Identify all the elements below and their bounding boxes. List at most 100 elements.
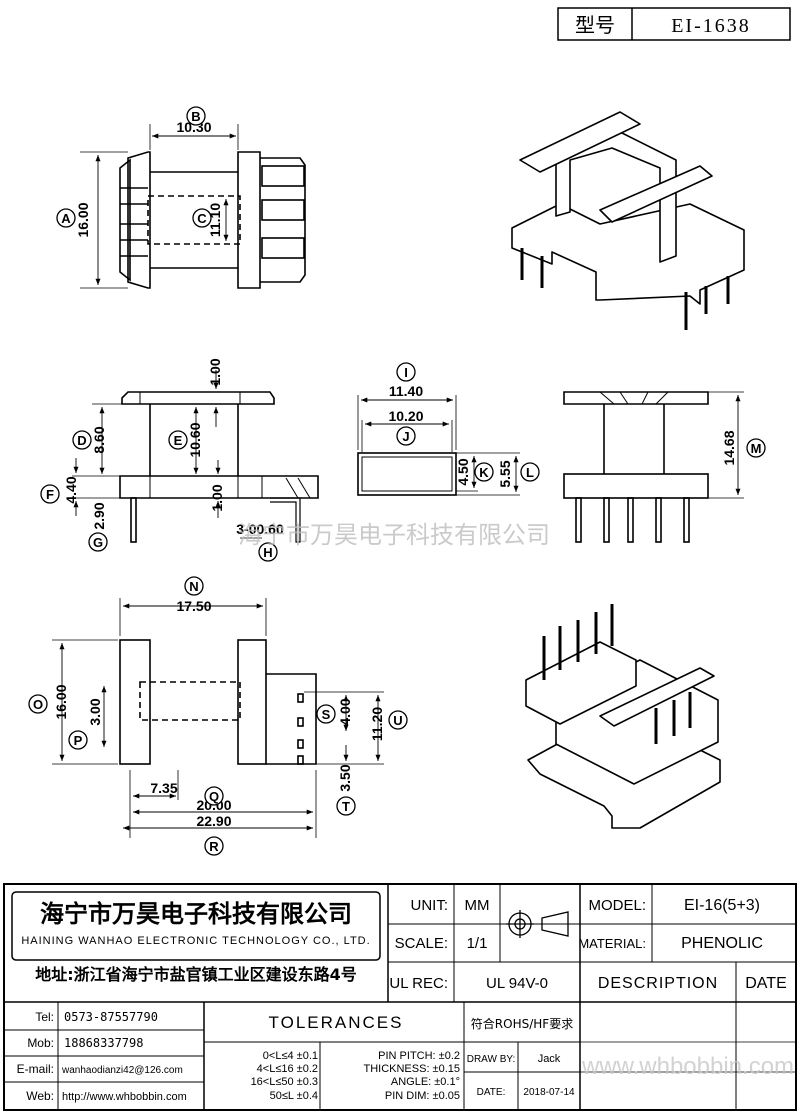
dim-top-gap-value: 1.00: [207, 358, 223, 385]
date-value: 2018-07-14: [523, 1087, 575, 1098]
scale-value: 1/1: [467, 935, 488, 952]
dim-h-value: 3-00.60: [236, 521, 284, 537]
tol-row-2: 4<L≤16 ±0.2: [257, 1063, 318, 1075]
label-marker-r: R: [204, 836, 224, 856]
tolerances-label: TOLERANCES: [269, 1013, 404, 1032]
material-value: PHENOLIC: [681, 935, 763, 952]
pin-row-4: PIN DIM: ±0.05: [385, 1090, 460, 1102]
unit-value: MM: [465, 897, 490, 914]
label-marker-h: H: [258, 542, 278, 562]
dim-s-value: 4.00: [337, 698, 353, 725]
label-marker-text: S: [322, 707, 331, 722]
dim-d-value: 8.60: [91, 426, 107, 453]
label-marker-text: O: [33, 697, 43, 712]
watermark-text: 海宁市万昊电子科技有限公司: [238, 522, 550, 549]
model-box: 型号 EI-1638: [557, 7, 791, 41]
date-column-label: DATE: [745, 975, 786, 992]
front-view: [72, 370, 319, 543]
section-view: [357, 395, 520, 496]
scale-label: SCALE:: [395, 935, 448, 952]
label-marker-a: A: [56, 208, 76, 228]
dim-r-value: 22.90: [196, 813, 231, 829]
label-marker-u: U: [388, 710, 408, 730]
label-marker-d: D: [72, 430, 92, 450]
dim-o-value: 16.00: [53, 684, 69, 719]
dim-k-value: 4.50: [455, 458, 471, 485]
dim-i-value: 11.40: [389, 383, 423, 399]
label-marker-text: D: [77, 433, 86, 448]
dim-p-value: 3.00: [87, 698, 103, 725]
iso-view-top: [511, 111, 745, 330]
label-marker-j: J: [396, 426, 416, 446]
label-marker-text: C: [197, 211, 207, 226]
model-box-label: 型号: [575, 14, 615, 37]
dim-g-value: 2.90: [91, 502, 107, 529]
dim-j-value: 10.20: [388, 408, 423, 424]
label-marker-text: Q: [209, 789, 219, 804]
label-marker-text: F: [46, 487, 54, 502]
label-marker-text: K: [479, 465, 489, 480]
model-box-value: EI-1638: [671, 15, 751, 37]
projection-symbol-icon: [506, 910, 569, 938]
label-marker-t: T: [336, 796, 356, 816]
label-marker-text: E: [174, 433, 183, 448]
side-view: [563, 391, 744, 543]
tel-label: Tel:: [35, 1010, 54, 1024]
label-marker-f: F: [40, 484, 60, 504]
label-marker-text: H: [263, 545, 272, 560]
rohs-note: 符合ROHS/HF要求: [471, 1016, 573, 1031]
dim-l-value: 5.55: [497, 460, 513, 487]
label-marker-text: G: [93, 535, 103, 550]
label-marker-text: T: [342, 799, 350, 814]
material-label: MATERIAL:: [578, 936, 646, 951]
label-marker-k: K: [474, 462, 494, 482]
email-value: wanhaodianzi42@126.com: [61, 1065, 183, 1076]
email-label: E-mail:: [17, 1062, 54, 1076]
label-marker-text: B: [191, 109, 200, 124]
dim-bottom-gap-value: 1.00: [209, 484, 225, 511]
label-marker-s: S: [316, 704, 336, 724]
label-marker-o: O: [28, 694, 48, 714]
dim-u-value: 11.20: [369, 707, 385, 741]
pin-row-1: PIN PITCH: ±0.2: [378, 1050, 460, 1062]
bottom-view: [52, 598, 384, 838]
mob-value: 18868337798: [64, 1036, 143, 1050]
dim-t-value: 3.50: [337, 764, 353, 791]
web-value: http://www.whbobbin.com: [62, 1091, 187, 1103]
web-label: Web:: [26, 1089, 54, 1103]
drawby-label: DRAW BY:: [467, 1054, 516, 1065]
tel-value: 0573-87557790: [64, 1010, 158, 1024]
label-marker-m: M: [746, 438, 766, 458]
label-marker-text: M: [751, 441, 762, 456]
tol-row-3: 16<L≤50 ±0.3: [251, 1076, 318, 1088]
company-address: 地址:浙江省海宁市盐官镇工业区建设东路4号: [35, 965, 357, 984]
drawby-value: Jack: [538, 1053, 561, 1065]
label-marker-c: C: [192, 208, 212, 228]
label-marker-b: B: [186, 106, 206, 126]
top-view: [80, 124, 306, 289]
unit-label: UNIT:: [411, 897, 449, 914]
dim-m-value: 14.68: [721, 430, 737, 465]
tol-row-1: 0<L≤4 ±0.1: [263, 1050, 318, 1062]
label-marker-text: L: [526, 465, 534, 480]
dim-f-value: 4.40: [63, 476, 79, 503]
label-marker-text: I: [404, 365, 408, 380]
watermark-url: www.whbobbin.com: [581, 1053, 794, 1080]
letter-markers: A B C D E F G H I J K L M N O P Q R S T U: [28, 106, 766, 856]
dim-c-value: 11.10: [207, 203, 223, 237]
dim-b-value: 10.30: [176, 119, 211, 135]
label-marker-text: P: [74, 733, 83, 748]
label-marker-l: L: [520, 462, 540, 482]
ulrec-label: UL REC:: [389, 975, 448, 992]
company-en: HAINING WANHAO ELECTRONIC TECHNOLOGY CO.…: [21, 935, 370, 947]
label-marker-n: N: [184, 576, 204, 596]
label-marker-text: J: [402, 429, 409, 444]
description-label: DESCRIPTION: [598, 975, 718, 992]
label-marker-p: P: [68, 730, 88, 750]
label-marker-e: E: [168, 430, 188, 450]
dim-n-value: 17.50: [176, 598, 211, 614]
dim-e-value: 10.60: [187, 422, 203, 457]
pin-row-3: ANGLE: ±0.1°: [391, 1076, 460, 1088]
label-marker-text: A: [61, 211, 71, 226]
